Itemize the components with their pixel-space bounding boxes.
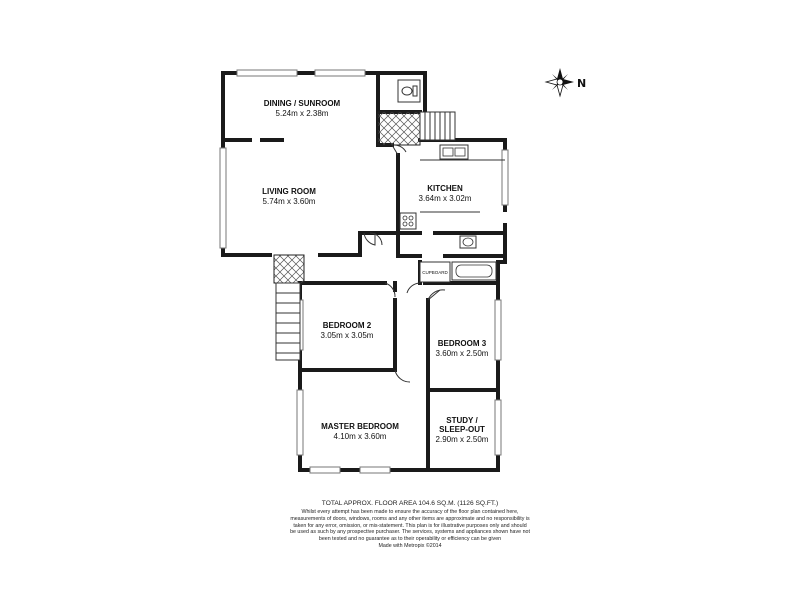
total-floor-area: TOTAL APPROX. FLOOR AREA 104.6 SQ.M. (11… (321, 500, 499, 507)
room-name-bedroom3: BEDROOM 3 (438, 339, 487, 348)
room-name-study-line2: SLEEP-OUT (439, 425, 485, 434)
window (236, 69, 298, 77)
windows (219, 69, 509, 474)
window (359, 466, 391, 474)
room-name-kitchen: KITCHEN (427, 184, 463, 193)
room-dims-bedroom3: 3.60m x 2.50m (436, 349, 489, 358)
window (501, 149, 509, 206)
cupboard-label: CUPBOARD (422, 270, 448, 275)
stairs-front (275, 282, 301, 361)
hatched-porch (273, 254, 305, 284)
toilet-fixture (397, 79, 421, 103)
made-with-credit: Made with Metropix ©2014 (378, 542, 442, 549)
disclaimer-text: Whilst every attempt has been made to en… (290, 509, 530, 543)
compass-icon (544, 68, 574, 98)
room-name-master: MASTER BEDROOM (321, 422, 399, 431)
bathroom-basin (459, 235, 477, 249)
room-dims-master: 4.10m x 3.60m (334, 432, 387, 441)
cupboard-box (419, 261, 451, 283)
window (296, 389, 304, 456)
window (314, 69, 366, 77)
cooktop (399, 212, 417, 230)
hatched-landing (377, 111, 421, 146)
room-dims-living: 5.74m x 3.60m (263, 197, 316, 206)
bathtub (451, 261, 497, 281)
window (219, 147, 227, 249)
room-name-dining: DINING / SUNROOM (264, 99, 341, 108)
room-dims-bedroom2: 3.05m x 3.05m (321, 331, 374, 340)
room-dims-study: 2.90m x 2.50m (436, 435, 489, 444)
room-name-study-line1: STUDY / (446, 416, 478, 425)
room-dims-kitchen: 3.64m x 3.02m (419, 194, 472, 203)
window (494, 399, 502, 456)
room-dims-dining: 5.24m x 2.38m (276, 109, 329, 118)
kitchen-sink (439, 144, 469, 160)
stairs-rear (419, 111, 456, 141)
footer: TOTAL APPROX. FLOOR AREA 104.6 SQ.M. (11… (290, 500, 530, 549)
kitchen-bench (420, 159, 505, 213)
room-name-living: LIVING ROOM (262, 187, 316, 196)
window (309, 466, 341, 474)
room-name-bedroom2: BEDROOM 2 (323, 321, 372, 330)
window (494, 299, 502, 361)
compass-north-label: N (577, 77, 586, 90)
